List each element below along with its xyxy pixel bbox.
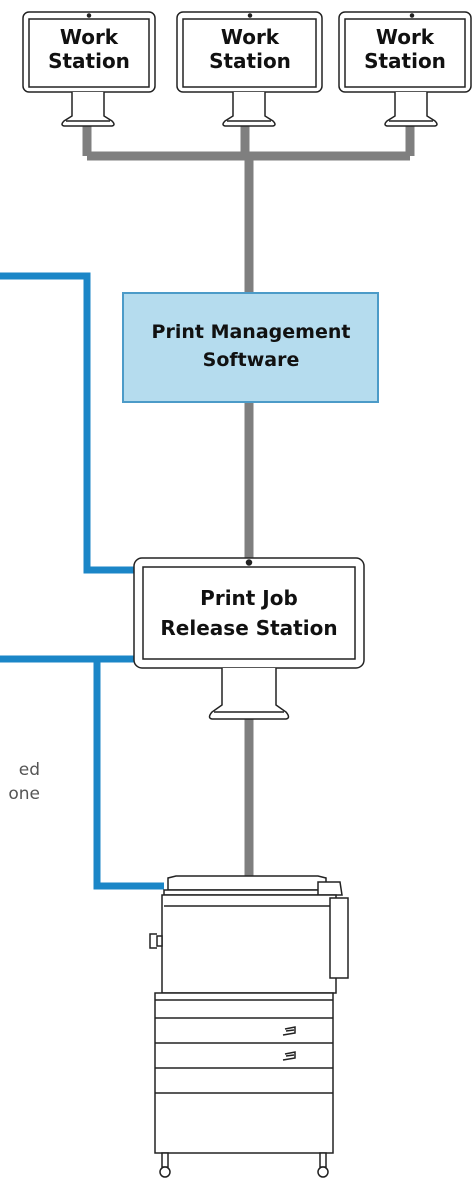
caster-right bbox=[317, 1166, 329, 1178]
release-station-label-line2: Release Station bbox=[160, 616, 338, 640]
workstation-2[interactable] bbox=[176, 11, 323, 127]
camera-dot bbox=[247, 13, 253, 18]
side-text-line1: ed bbox=[18, 760, 40, 780]
monitor-stand bbox=[222, 92, 276, 127]
release-station-label: Print Job Release Station bbox=[143, 583, 355, 643]
camera-dot bbox=[409, 13, 415, 18]
monitor-screen bbox=[182, 18, 317, 88]
camera-dot bbox=[245, 559, 253, 566]
side-text-line2: one bbox=[8, 784, 40, 804]
workstation-1-label-line1: Work bbox=[59, 25, 119, 49]
workstation-1[interactable] bbox=[22, 11, 156, 127]
workstation-1-label: Work Station bbox=[24, 25, 154, 73]
monitor-screen bbox=[28, 18, 150, 88]
caster-left-stem bbox=[161, 1152, 169, 1168]
printer-body bbox=[161, 894, 337, 994]
workstation-2-label-line1: Work bbox=[220, 25, 280, 49]
workstation-2-label-line2: Station bbox=[209, 49, 291, 73]
camera-dot bbox=[86, 13, 92, 18]
document-tray bbox=[317, 881, 343, 896]
monitor-stand bbox=[61, 92, 115, 127]
printer-lid bbox=[167, 875, 327, 891]
workstation-3-label-line2: Station bbox=[364, 49, 446, 73]
bypass-tray bbox=[149, 933, 157, 949]
monitor-screen bbox=[344, 18, 466, 88]
workstation-1-label-line2: Station bbox=[48, 49, 130, 73]
drawer-lines bbox=[155, 999, 333, 1094]
print-management-box[interactable] bbox=[122, 292, 379, 403]
workstation-3-label-line1: Work bbox=[375, 25, 435, 49]
drawer-handle-2 bbox=[282, 1051, 296, 1061]
printer-copier[interactable] bbox=[149, 875, 349, 1178]
print-management-label-line1: Print Management bbox=[151, 321, 351, 343]
release-station-label-line1: Print Job bbox=[200, 586, 298, 610]
print-management-label-line2: Software bbox=[202, 349, 300, 371]
release-station-monitor[interactable] bbox=[133, 557, 365, 720]
blue-line-lower bbox=[93, 659, 164, 890]
workstation-3-label: Work Station bbox=[340, 25, 470, 73]
blue-lines bbox=[0, 272, 164, 890]
monitor-stand bbox=[384, 92, 438, 127]
caster-left bbox=[159, 1166, 171, 1178]
side-text: ed one bbox=[0, 758, 40, 806]
workstation-bus-line bbox=[82, 122, 415, 161]
print-management-label: Print Management Software bbox=[123, 318, 379, 374]
side-panel bbox=[329, 897, 349, 979]
workstation-2-label: Work Station bbox=[185, 25, 315, 73]
monitor-stand bbox=[208, 668, 290, 720]
blue-line-upper bbox=[0, 272, 136, 574]
gray-network-lines bbox=[82, 122, 415, 892]
monitor-screen bbox=[142, 566, 356, 660]
caster-right-stem bbox=[319, 1152, 327, 1168]
printer-cabinet bbox=[154, 992, 334, 1154]
workstation-3[interactable] bbox=[338, 11, 472, 127]
bypass-tray-slot bbox=[156, 935, 163, 947]
drawer-handle-1 bbox=[282, 1026, 296, 1036]
